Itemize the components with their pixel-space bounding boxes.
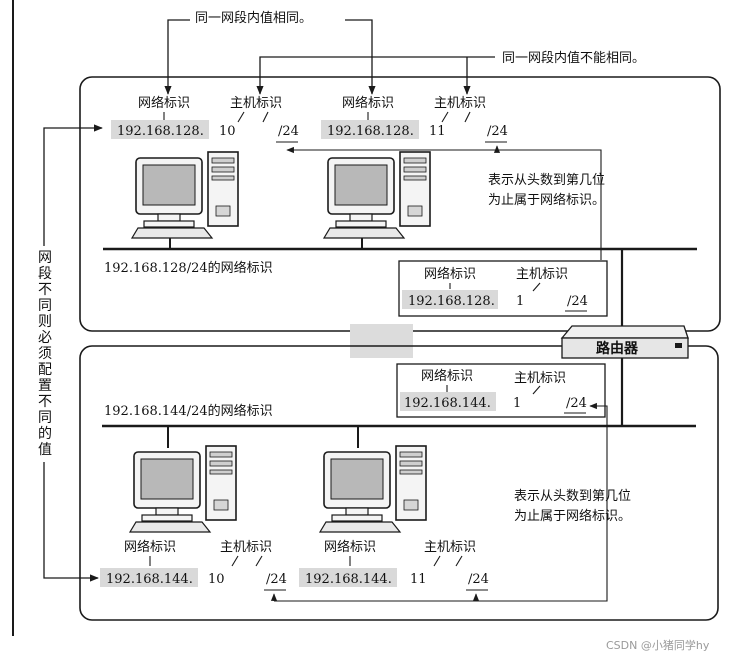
net1-rif-net-value: 192.168.128. xyxy=(408,294,495,309)
net1-rif-net-label: 网络标识 xyxy=(424,266,476,282)
net2-prefix-explain-1: 表示从头数到第几位 xyxy=(514,489,631,504)
pc2a-host-value: 10 xyxy=(208,572,225,587)
callout-right-arrow xyxy=(345,19,376,95)
pc1b-net-value: 192.168.128. xyxy=(327,124,414,139)
watermark: CSDN @小猪同学hy xyxy=(606,638,710,652)
net2-rif-host-value: 1 xyxy=(513,396,521,411)
network2-box xyxy=(79,345,719,621)
pc1a-net-label: 网络标识 xyxy=(138,95,190,111)
vertical-arrow-up xyxy=(43,124,103,246)
net1-prefix-explain-2: 为止属于网络标识。 xyxy=(488,192,605,208)
net2-rif-host-label: 主机标识 xyxy=(514,371,566,386)
pc2b-prefix: /24 xyxy=(468,572,489,587)
pc2a-computer-icon xyxy=(129,445,237,533)
callout-left-arrow xyxy=(164,19,190,95)
pc1a-prefix: /24 xyxy=(278,124,299,139)
pc1b-computer-icon xyxy=(323,151,431,239)
pc2a-host-label: 主机标识 xyxy=(220,540,272,555)
pc1b-prefix: /24 xyxy=(487,124,508,139)
pc1b-host-label: 主机标识 xyxy=(434,96,486,111)
net1-rif-host-value: 1 xyxy=(516,294,524,309)
callout-same-value: 同一网段内值相同。 xyxy=(195,10,312,26)
net2-rif-net-value: 192.168.144. xyxy=(404,396,491,411)
pc2b-net-label: 网络标识 xyxy=(324,539,376,555)
net1-rif-host-label: 主机标识 xyxy=(516,267,568,282)
pc1a-host-label: 主机标识 xyxy=(230,96,282,111)
pc2b-host-label: 主机标识 xyxy=(424,540,476,555)
pc2a-net-value: 192.168.144. xyxy=(106,572,193,587)
net1-caption: 192.168.128/24的网络标识 xyxy=(104,260,273,276)
net2-prefix-explain-2: 为止属于网络标识。 xyxy=(514,508,631,524)
pc2b-host-value: 11 xyxy=(410,572,427,587)
callout-host-arrow-left xyxy=(256,56,495,95)
pc1b-ip-bg xyxy=(321,120,419,139)
net2-caption: 192.168.144/24的网络标识 xyxy=(104,403,273,419)
net1-prefix-bracket xyxy=(286,146,602,260)
pc2a-prefix: /24 xyxy=(266,572,287,587)
net2-rif-net-label: 网络标识 xyxy=(421,368,473,384)
pc1b-net-label: 网络标识 xyxy=(342,95,394,111)
net1-rif-prefix: /24 xyxy=(567,294,588,309)
pc1a-computer-icon xyxy=(131,151,239,239)
pc1a-host-value: 10 xyxy=(219,124,236,139)
pc2b-computer-icon xyxy=(319,445,427,533)
pc1a-ip-bg xyxy=(111,120,209,139)
router-icon xyxy=(560,325,689,359)
grey-marker xyxy=(350,324,413,358)
vertical-arrow-down xyxy=(43,462,99,582)
pc1a-net-value: 192.168.128. xyxy=(117,124,204,139)
net2-rif-prefix: /24 xyxy=(566,396,587,411)
router-label: 路由器 xyxy=(596,340,639,357)
vertical-label: 网段不同则必须配置不同的值 xyxy=(38,250,52,458)
callout-different-value: 同一网段内值不能相同。 xyxy=(502,50,645,66)
pc2a-net-label: 网络标识 xyxy=(124,539,176,555)
pc1b-host-value: 11 xyxy=(429,124,446,139)
net2-prefix-bracket xyxy=(274,405,608,602)
net1-prefix-explain-1: 表示从头数到第几位 xyxy=(488,173,605,188)
pc2b-net-value: 192.168.144. xyxy=(305,572,392,587)
